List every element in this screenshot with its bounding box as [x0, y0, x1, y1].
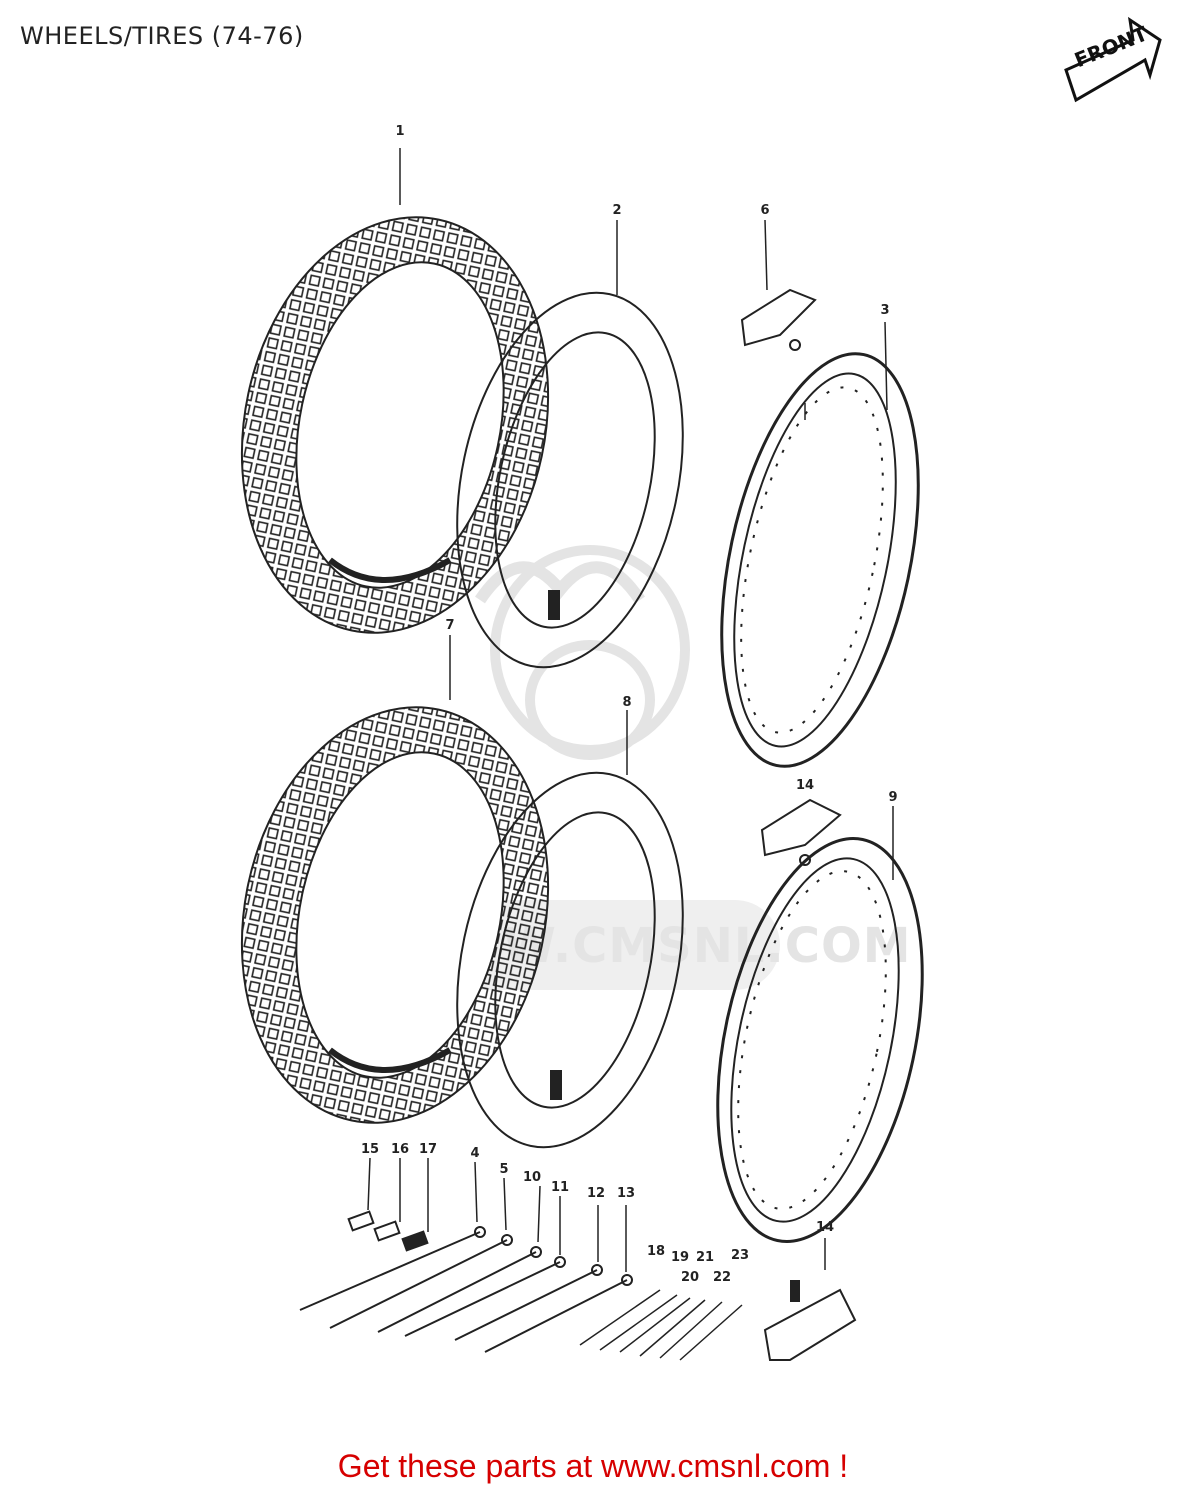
- callout-6: 6: [760, 203, 770, 218]
- spokes: [299, 1226, 633, 1353]
- tire-rear: [240, 706, 550, 1124]
- rim-band-front: [740, 288, 817, 351]
- callout-17: 17: [418, 1142, 438, 1157]
- callout-22: 22: [712, 1270, 732, 1285]
- front-arrow-icon: [1064, 16, 1162, 103]
- callout-9: 9: [888, 790, 898, 805]
- spoke-nipples: [347, 1210, 429, 1252]
- callout-4: 4: [470, 1146, 480, 1161]
- callout-1: 1: [395, 124, 405, 139]
- callout-14-lower: 14: [815, 1220, 835, 1235]
- callout-23: 23: [730, 1248, 750, 1263]
- inner-tube-rear: [456, 771, 684, 1149]
- callout-7: 7: [445, 618, 455, 633]
- callout-16: 16: [390, 1142, 410, 1157]
- callout-18: 18: [646, 1244, 666, 1259]
- callout-20: 20: [680, 1270, 700, 1285]
- rim-band-rear: [760, 798, 842, 866]
- callout-21: 21: [695, 1250, 715, 1265]
- inner-tube-front: [456, 291, 684, 669]
- callout-2: 2: [612, 203, 622, 218]
- callout-10: 10: [522, 1170, 542, 1185]
- page-title: WHEELS/TIRES (74-76): [20, 22, 304, 50]
- callout-14-mid: 14: [795, 778, 815, 793]
- callout-13: 13: [616, 1186, 636, 1201]
- rim-front: [720, 352, 920, 768]
- leader-lines: [367, 148, 894, 1272]
- rim-rear: [716, 837, 924, 1243]
- spoke-set-small: [579, 1289, 743, 1361]
- callout-15: 15: [360, 1142, 380, 1157]
- callout-3: 3: [880, 303, 890, 318]
- callout-19: 19: [670, 1250, 690, 1265]
- rim-band-lower: [763, 1280, 857, 1361]
- cta-link[interactable]: Get these parts at www.cmsnl.com !: [337, 1448, 849, 1484]
- callout-12: 12: [586, 1186, 606, 1201]
- callout-5: 5: [499, 1162, 509, 1177]
- tire-front: [240, 216, 550, 634]
- callout-11: 11: [550, 1180, 570, 1195]
- callout-8: 8: [622, 695, 632, 710]
